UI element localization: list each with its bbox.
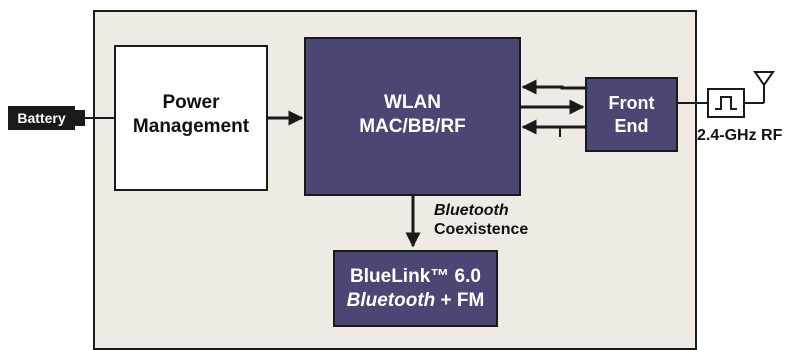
power-management-line2: Management [132,116,250,137]
power-management-block: Power Management [114,45,268,191]
front-end-line2: End [614,115,649,136]
coexistence-line2: Coexistence [434,221,529,239]
front-end-line1: Front [608,93,655,113]
bluelink-line2: Bluetooth + FM [347,289,485,313]
rf-label: 2.4-GHz RF [697,127,783,144]
wlan-line2: MAC/BB/RF [359,115,466,137]
wlan-block: WLAN MAC/BB/RF [304,37,521,196]
front-end-block: Front End [585,77,678,152]
bluelink-line2-rest: + FM [435,289,485,311]
wlan-line1: WLAN [384,91,441,113]
connections-layer [75,71,775,248]
power-management-line1: Power [162,92,220,114]
coexistence-line1: Bluetooth [434,202,509,219]
bluelink-block: BlueLink™ 6.0 Bluetooth + FM [333,250,498,327]
battery-label: Battery [8,106,75,130]
front-to-wlan-arrow-top [521,79,585,95]
antenna-icon [753,71,775,87]
bluelink-line1: BlueLink™ 6.0 [350,265,481,287]
bluelink-line2-italic: Bluetooth [346,289,436,311]
battery-terminal [75,110,85,126]
bandpass-filter-symbol [715,96,737,110]
bandpass-filter-icon [707,88,745,118]
coexistence-label: Bluetooth Coexistence [434,201,528,239]
